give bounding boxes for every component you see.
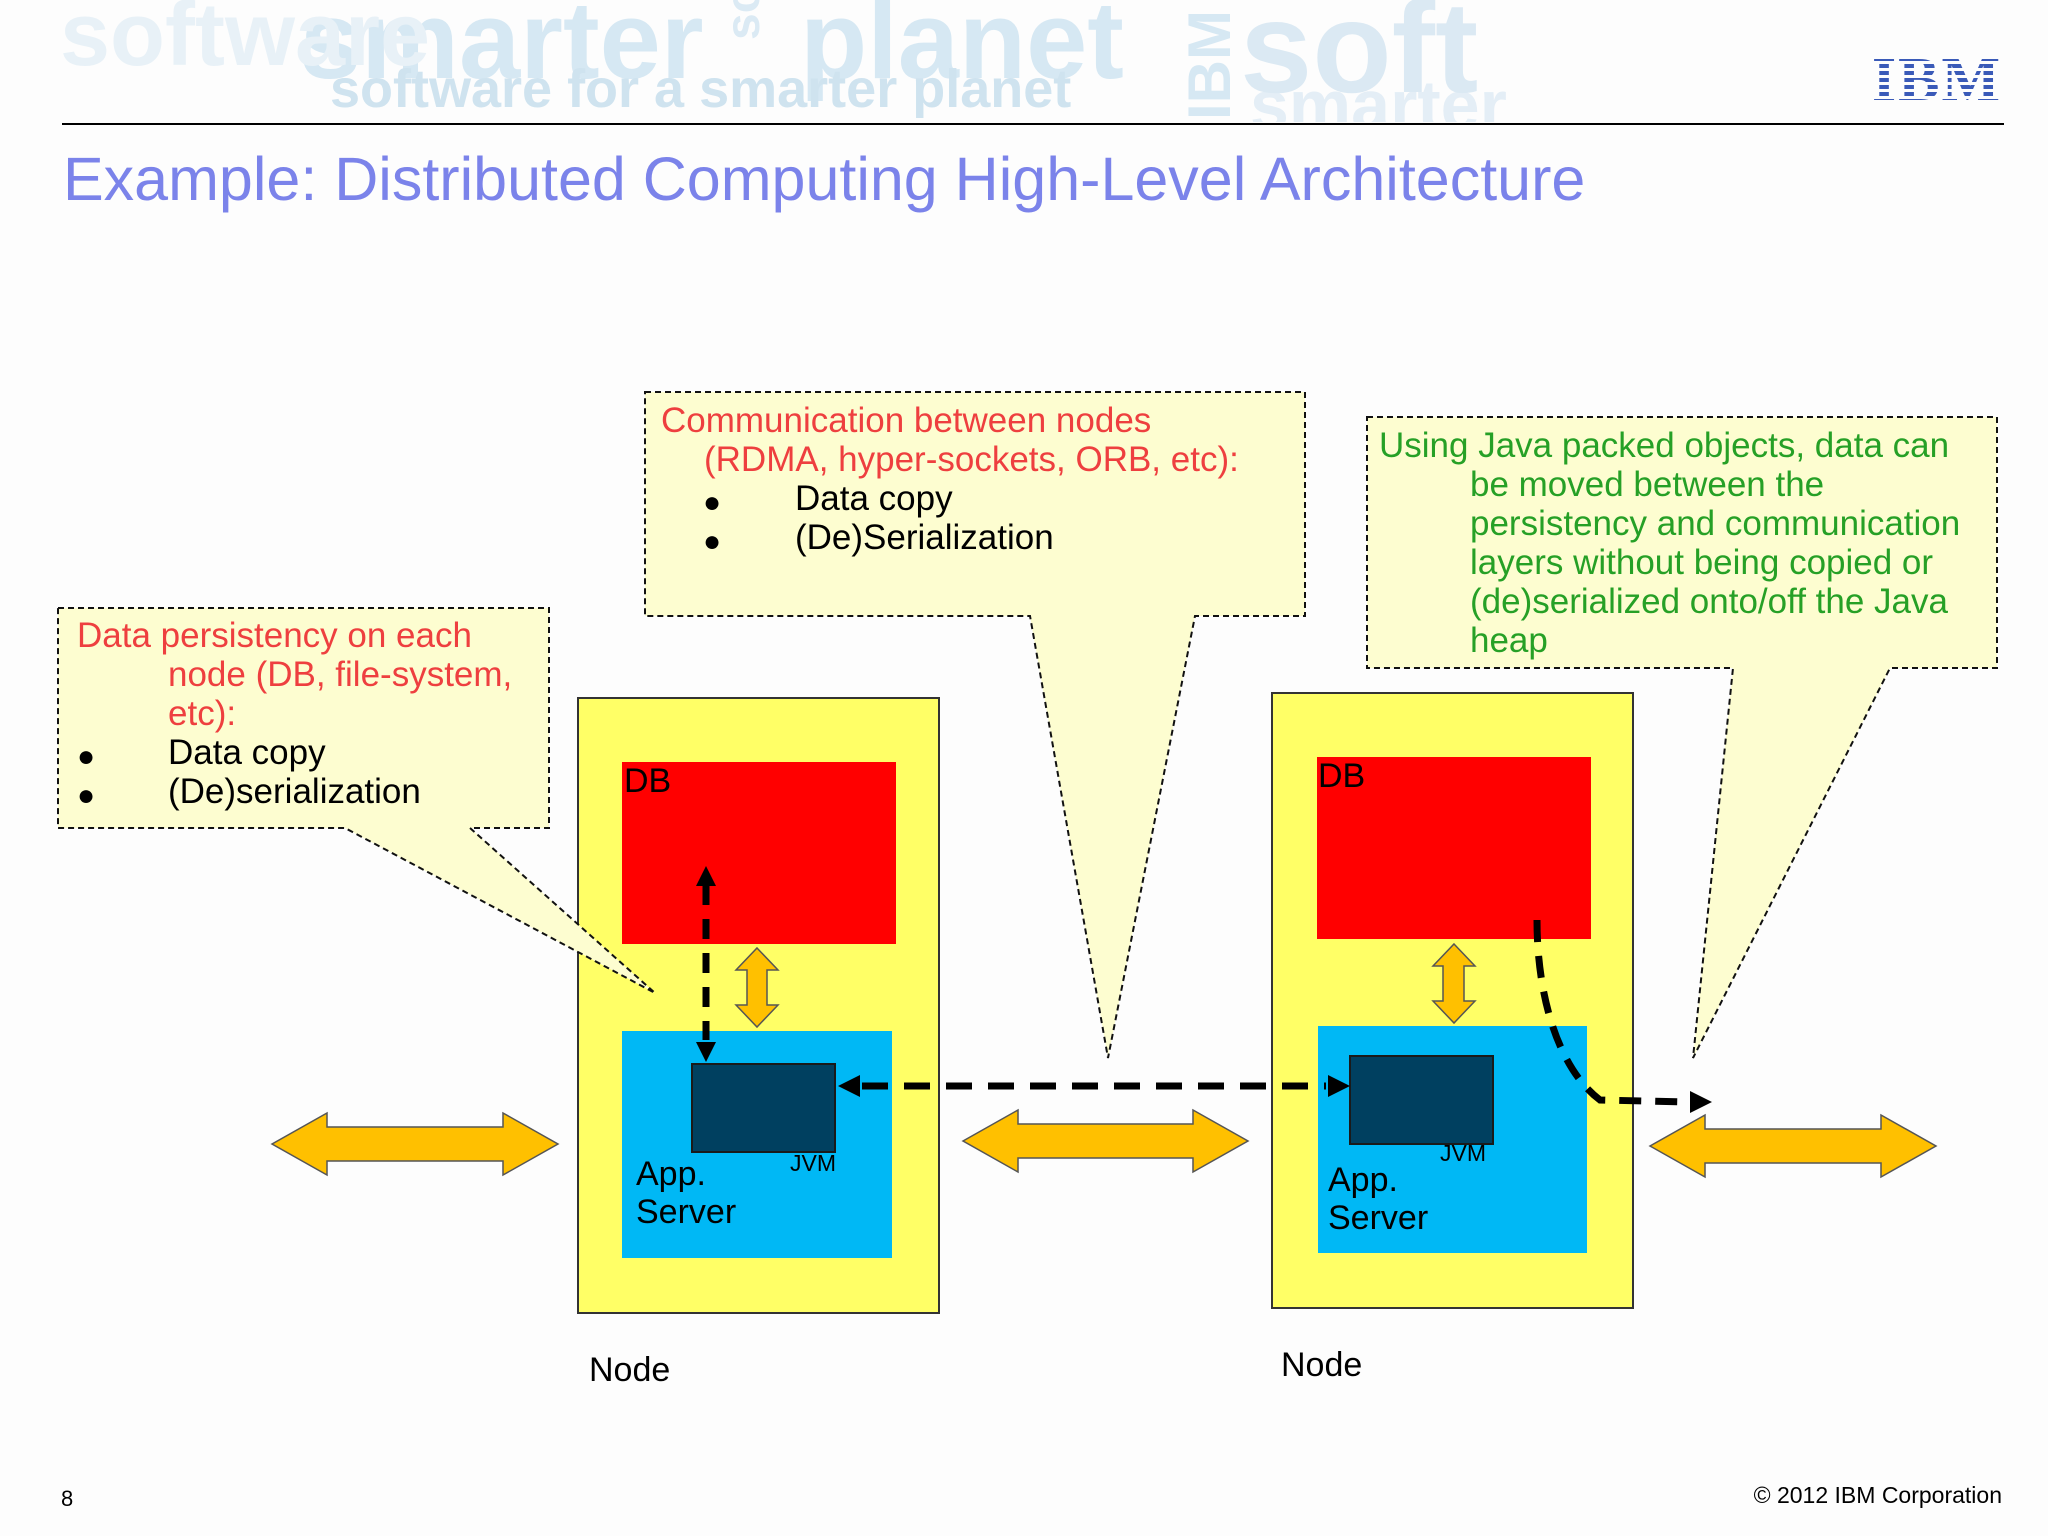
jvm-label-left: JVM bbox=[790, 1150, 836, 1176]
watermark-soft-large: soft bbox=[1240, 0, 1479, 120]
arrowhead-right-network bbox=[1690, 1091, 1712, 1113]
persistency-bullet-2: (De)serialization bbox=[168, 772, 421, 811]
communication-heading-line2: (RDMA, hyper-sockets, ORB, etc): bbox=[704, 440, 1239, 479]
db-label-left: DB bbox=[624, 762, 672, 800]
jvm-box-right bbox=[1349, 1055, 1494, 1145]
arrowhead-left-jvm bbox=[838, 1075, 860, 1097]
header-rule bbox=[62, 123, 2004, 125]
app-label-right-line1: App. bbox=[1328, 1161, 1398, 1199]
communication-heading-line1: Communication between nodes bbox=[661, 401, 1152, 440]
packed-line-6: heap bbox=[1470, 621, 1548, 660]
network-double-arrow-left bbox=[270, 1111, 560, 1177]
callout-packed-objects bbox=[1366, 416, 1998, 1059]
ibm-logo-icon: IBM bbox=[1872, 46, 2002, 114]
arrowhead-right-jvm bbox=[1328, 1075, 1350, 1097]
copyright: © 2012 IBM Corporation bbox=[1753, 1482, 2002, 1508]
page-title: Example: Distributed Computing High-Leve… bbox=[63, 145, 1586, 213]
callout-communication bbox=[644, 391, 1306, 1059]
network-double-arrow-center bbox=[961, 1108, 1250, 1174]
jvm-label-right: JVM bbox=[1440, 1140, 1486, 1166]
header-banner: smarter planet software for a smarter pl… bbox=[0, 0, 2048, 122]
persistency-bullet-1: Data copy bbox=[168, 733, 326, 772]
db-box-right bbox=[1317, 757, 1591, 939]
svg-text:IBM: IBM bbox=[1872, 50, 2002, 106]
watermark-software-tagline: software for a smarter planet bbox=[330, 59, 1072, 119]
ibm-logo: IBM bbox=[1870, 46, 2004, 114]
communication-bullet-1: Data copy bbox=[795, 479, 953, 518]
persistency-heading-line1: Data persistency on each bbox=[77, 616, 472, 655]
page-number: 8 bbox=[61, 1486, 74, 1511]
dashed-arrow-db-to-network-right bbox=[1533, 919, 1689, 1106]
watermark-smarter: smarter bbox=[300, 0, 704, 102]
communication-bullet-2-dot: ● bbox=[703, 525, 722, 558]
db-box-left bbox=[622, 762, 896, 944]
db-app-double-arrow-right bbox=[1431, 942, 1477, 1025]
node-label-left: Node bbox=[589, 1351, 671, 1389]
callout-persistency bbox=[57, 607, 656, 994]
watermark-smarter-right: smarter bbox=[1250, 66, 1507, 122]
arrowhead-down-left bbox=[696, 1042, 716, 1062]
arrowhead-up-left bbox=[696, 866, 716, 886]
packed-line-4: layers without being copied or bbox=[1470, 543, 1934, 582]
persistency-bullet-2-dot: ● bbox=[77, 779, 96, 812]
persistency-heading-line2: node (DB, file-system, bbox=[168, 655, 513, 694]
communication-bullet-2: (De)Serialization bbox=[795, 518, 1054, 557]
app-label-left-line2: Server bbox=[636, 1193, 737, 1231]
packed-line-1: Using Java packed objects, data can bbox=[1379, 426, 1950, 465]
persistency-bullet-1-dot: ● bbox=[77, 740, 96, 773]
watermark-software-left: software bbox=[60, 0, 431, 85]
jvm-box-left bbox=[691, 1063, 836, 1153]
network-double-arrow-right bbox=[1648, 1113, 1938, 1179]
db-label-right: DB bbox=[1318, 757, 1366, 795]
packed-line-5: (de)serialized onto/off the Java bbox=[1470, 582, 1948, 621]
node-label-right: Node bbox=[1281, 1346, 1363, 1384]
persistency-heading-line3: etc): bbox=[168, 694, 237, 733]
packed-line-2: be moved between the bbox=[1470, 465, 1825, 504]
app-label-right-line2: Server bbox=[1328, 1199, 1429, 1237]
communication-bullet-1-dot: ● bbox=[703, 486, 722, 519]
packed-line-3: persistency and communication bbox=[1470, 504, 1961, 543]
watermark-planet: planet bbox=[800, 0, 1124, 102]
db-app-double-arrow-left bbox=[734, 946, 780, 1029]
app-label-left-line1: App. bbox=[636, 1155, 706, 1193]
